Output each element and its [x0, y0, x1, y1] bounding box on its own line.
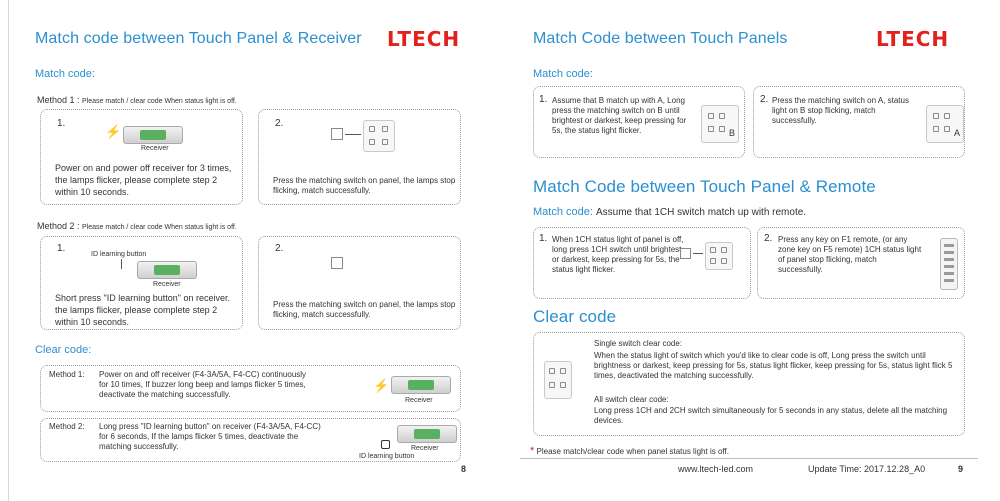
panel-switch-icon: [331, 128, 343, 140]
update-time: Update Time: 2017.12.28_A0: [808, 464, 926, 474]
footer-divider: [520, 458, 978, 459]
arrow-icon: [693, 253, 703, 254]
touch-panel-image: [705, 242, 733, 270]
clear-method2-box: Method 2: Long press "ID learning button…: [40, 418, 461, 462]
method1-step2-box: 2. Press the matching switch on panel, t…: [258, 109, 461, 205]
method1-step1-box: 1. ⚡ Receiver Power on and power off rec…: [40, 109, 243, 205]
match-code-heading: Match code:: [533, 68, 593, 80]
remote-image: [940, 238, 958, 290]
panels-step1-text: Assume that B match up with A, Long pres…: [552, 96, 687, 135]
receiver-image: [137, 261, 197, 279]
right-page: Match Code between Touch Panels LTECH Ma…: [508, 0, 982, 501]
right-page-title: Match Code between Touch Panels: [533, 30, 788, 47]
clear-code-title: Clear code: [533, 307, 617, 326]
receiver-image: [391, 376, 451, 394]
method2-step2-box: 2. Press the matching switch on panel, t…: [258, 236, 461, 330]
panels-step2-box: 2. Press the matching switch on A, statu…: [753, 86, 965, 158]
clear-code-heading: Clear code:: [35, 344, 92, 356]
panels-step1-box: 1. Assume that B match up with A, Long p…: [533, 86, 745, 158]
id-button-icon: [381, 440, 390, 449]
panel-switch-icon: [331, 257, 343, 269]
remote-step2-box: 2. Press any key on F1 remote, (or any z…: [757, 227, 965, 299]
status-light-note: * Please match/clear code when panel sta…: [530, 445, 729, 457]
all-clear-text: Long press 1CH and 2CH switch simultaneo…: [594, 406, 948, 425]
arrow-icon: [345, 134, 361, 135]
match-code-heading: Match code:: [35, 68, 95, 80]
remote-step2-text: Press any key on F1 remote, (or any zone…: [778, 235, 922, 274]
method1-label: Method 1 : Please match / clear code Whe…: [37, 95, 237, 105]
left-page-title: Match code between Touch Panel & Receive…: [35, 30, 362, 47]
remote-match-heading: Match code: Assume that 1CH switch match…: [533, 206, 807, 218]
panels-step2-text: Press the matching switch on A, status l…: [772, 96, 909, 125]
single-clear-text: When the status light of switch which yo…: [594, 351, 953, 380]
method2-step1-box: 1. ID learning button Receiver Short pre…: [40, 236, 243, 330]
power-icon: ⚡: [373, 378, 390, 393]
remote-step1-box: 1. When 1CH status light of panel is off…: [533, 227, 751, 299]
left-page: Match code between Touch Panel & Receive…: [8, 0, 482, 501]
method2-step1-text: Short press "ID learning button" on rece…: [55, 293, 230, 327]
method1-step2-text: Press the matching switch on panel, the …: [273, 176, 456, 195]
remote-section-title: Match Code between Touch Panel & Remote: [533, 177, 876, 196]
touch-panel-image: [363, 120, 395, 152]
website-link[interactable]: www.ltech-led.com: [678, 464, 754, 474]
remote-step1-text: When 1CH status light of panel is off, l…: [552, 235, 684, 274]
clear-code-box: Single switch clear code: When the statu…: [533, 332, 965, 436]
method2-label: Method 2 : Please match / clear code Whe…: [37, 221, 237, 231]
receiver-image: [123, 126, 183, 144]
power-icon: ⚡: [105, 124, 122, 139]
clear-method1-box: Method 1: Power on and off receiver (F4-…: [40, 365, 461, 412]
touch-panel-image: A: [926, 105, 964, 143]
ltech-logo: LTECH: [387, 27, 461, 51]
receiver-image: [397, 425, 457, 443]
ltech-logo: LTECH: [876, 27, 950, 51]
page-number: 8: [461, 464, 467, 474]
touch-panel-image: [544, 361, 572, 399]
method2-step2-text: Press the matching switch on panel, the …: [273, 300, 456, 319]
touch-panel-image: B: [701, 105, 739, 143]
page-number: 9: [958, 464, 964, 474]
method1-step1-text: Power on and power off receiver for 3 ti…: [55, 163, 232, 197]
panel-switch-icon: [680, 248, 691, 259]
